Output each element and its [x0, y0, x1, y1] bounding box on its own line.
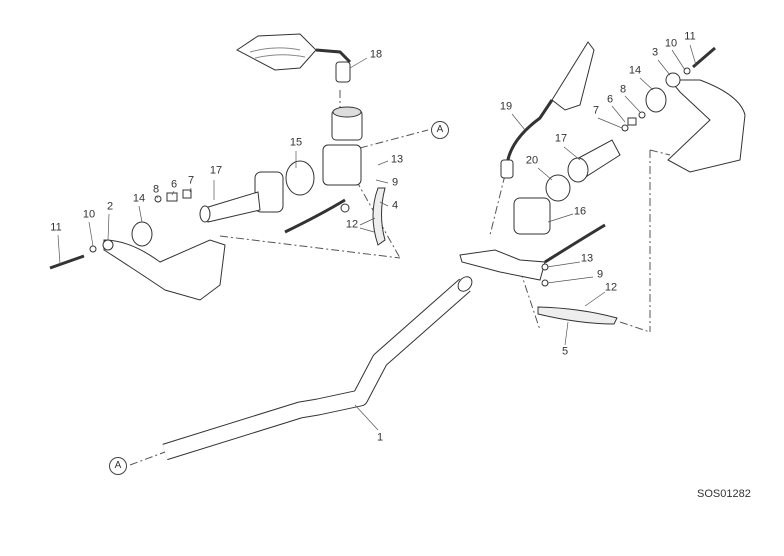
- callout-7: 7: [187, 174, 195, 187]
- callout-16: 16: [573, 205, 587, 218]
- callout-13: 13: [390, 153, 404, 166]
- callout-10: 10: [82, 208, 96, 221]
- right-grip-assembly: [545, 46, 746, 202]
- callout-4: 4: [391, 199, 399, 212]
- callout-9: 9: [391, 176, 399, 189]
- callout-7: 7: [592, 104, 600, 117]
- callout-1: 1: [376, 431, 384, 444]
- reference-marker-a: A: [109, 457, 127, 475]
- callout-11: 11: [684, 30, 696, 43]
- callout-17: 17: [554, 132, 568, 145]
- callout-6: 6: [606, 93, 614, 106]
- callout-14: 14: [132, 192, 146, 205]
- callout-6: 6: [170, 178, 178, 191]
- right-clutch-assembly: [459, 197, 618, 325]
- callout-13: 13: [580, 252, 594, 265]
- callout-15: 15: [289, 136, 303, 149]
- callout-5: 5: [561, 345, 569, 358]
- callout-14: 14: [628, 64, 642, 77]
- callout-12: 12: [345, 218, 359, 231]
- callout-18: 18: [369, 48, 383, 61]
- callout-9: 9: [596, 268, 604, 281]
- callout-20: 20: [525, 154, 539, 167]
- callout-8: 8: [152, 183, 160, 196]
- left-mirror: [236, 33, 352, 83]
- right-mirror: [500, 41, 595, 179]
- callout-17: 17: [209, 164, 223, 177]
- callout-2: 2: [106, 200, 114, 213]
- callout-3: 3: [651, 46, 659, 59]
- left-brake-master-cylinder: [284, 106, 386, 246]
- callout-12: 12: [604, 281, 618, 294]
- callout-10: 10: [664, 37, 678, 50]
- handlebar: [162, 276, 473, 461]
- callout-19: 19: [499, 100, 513, 113]
- drawing-code: SOS01282: [697, 488, 751, 500]
- callout-11: 11: [50, 221, 62, 234]
- reference-marker-a: A: [431, 121, 449, 139]
- left-grip-assembly: [49, 160, 315, 301]
- callout-8: 8: [619, 83, 627, 96]
